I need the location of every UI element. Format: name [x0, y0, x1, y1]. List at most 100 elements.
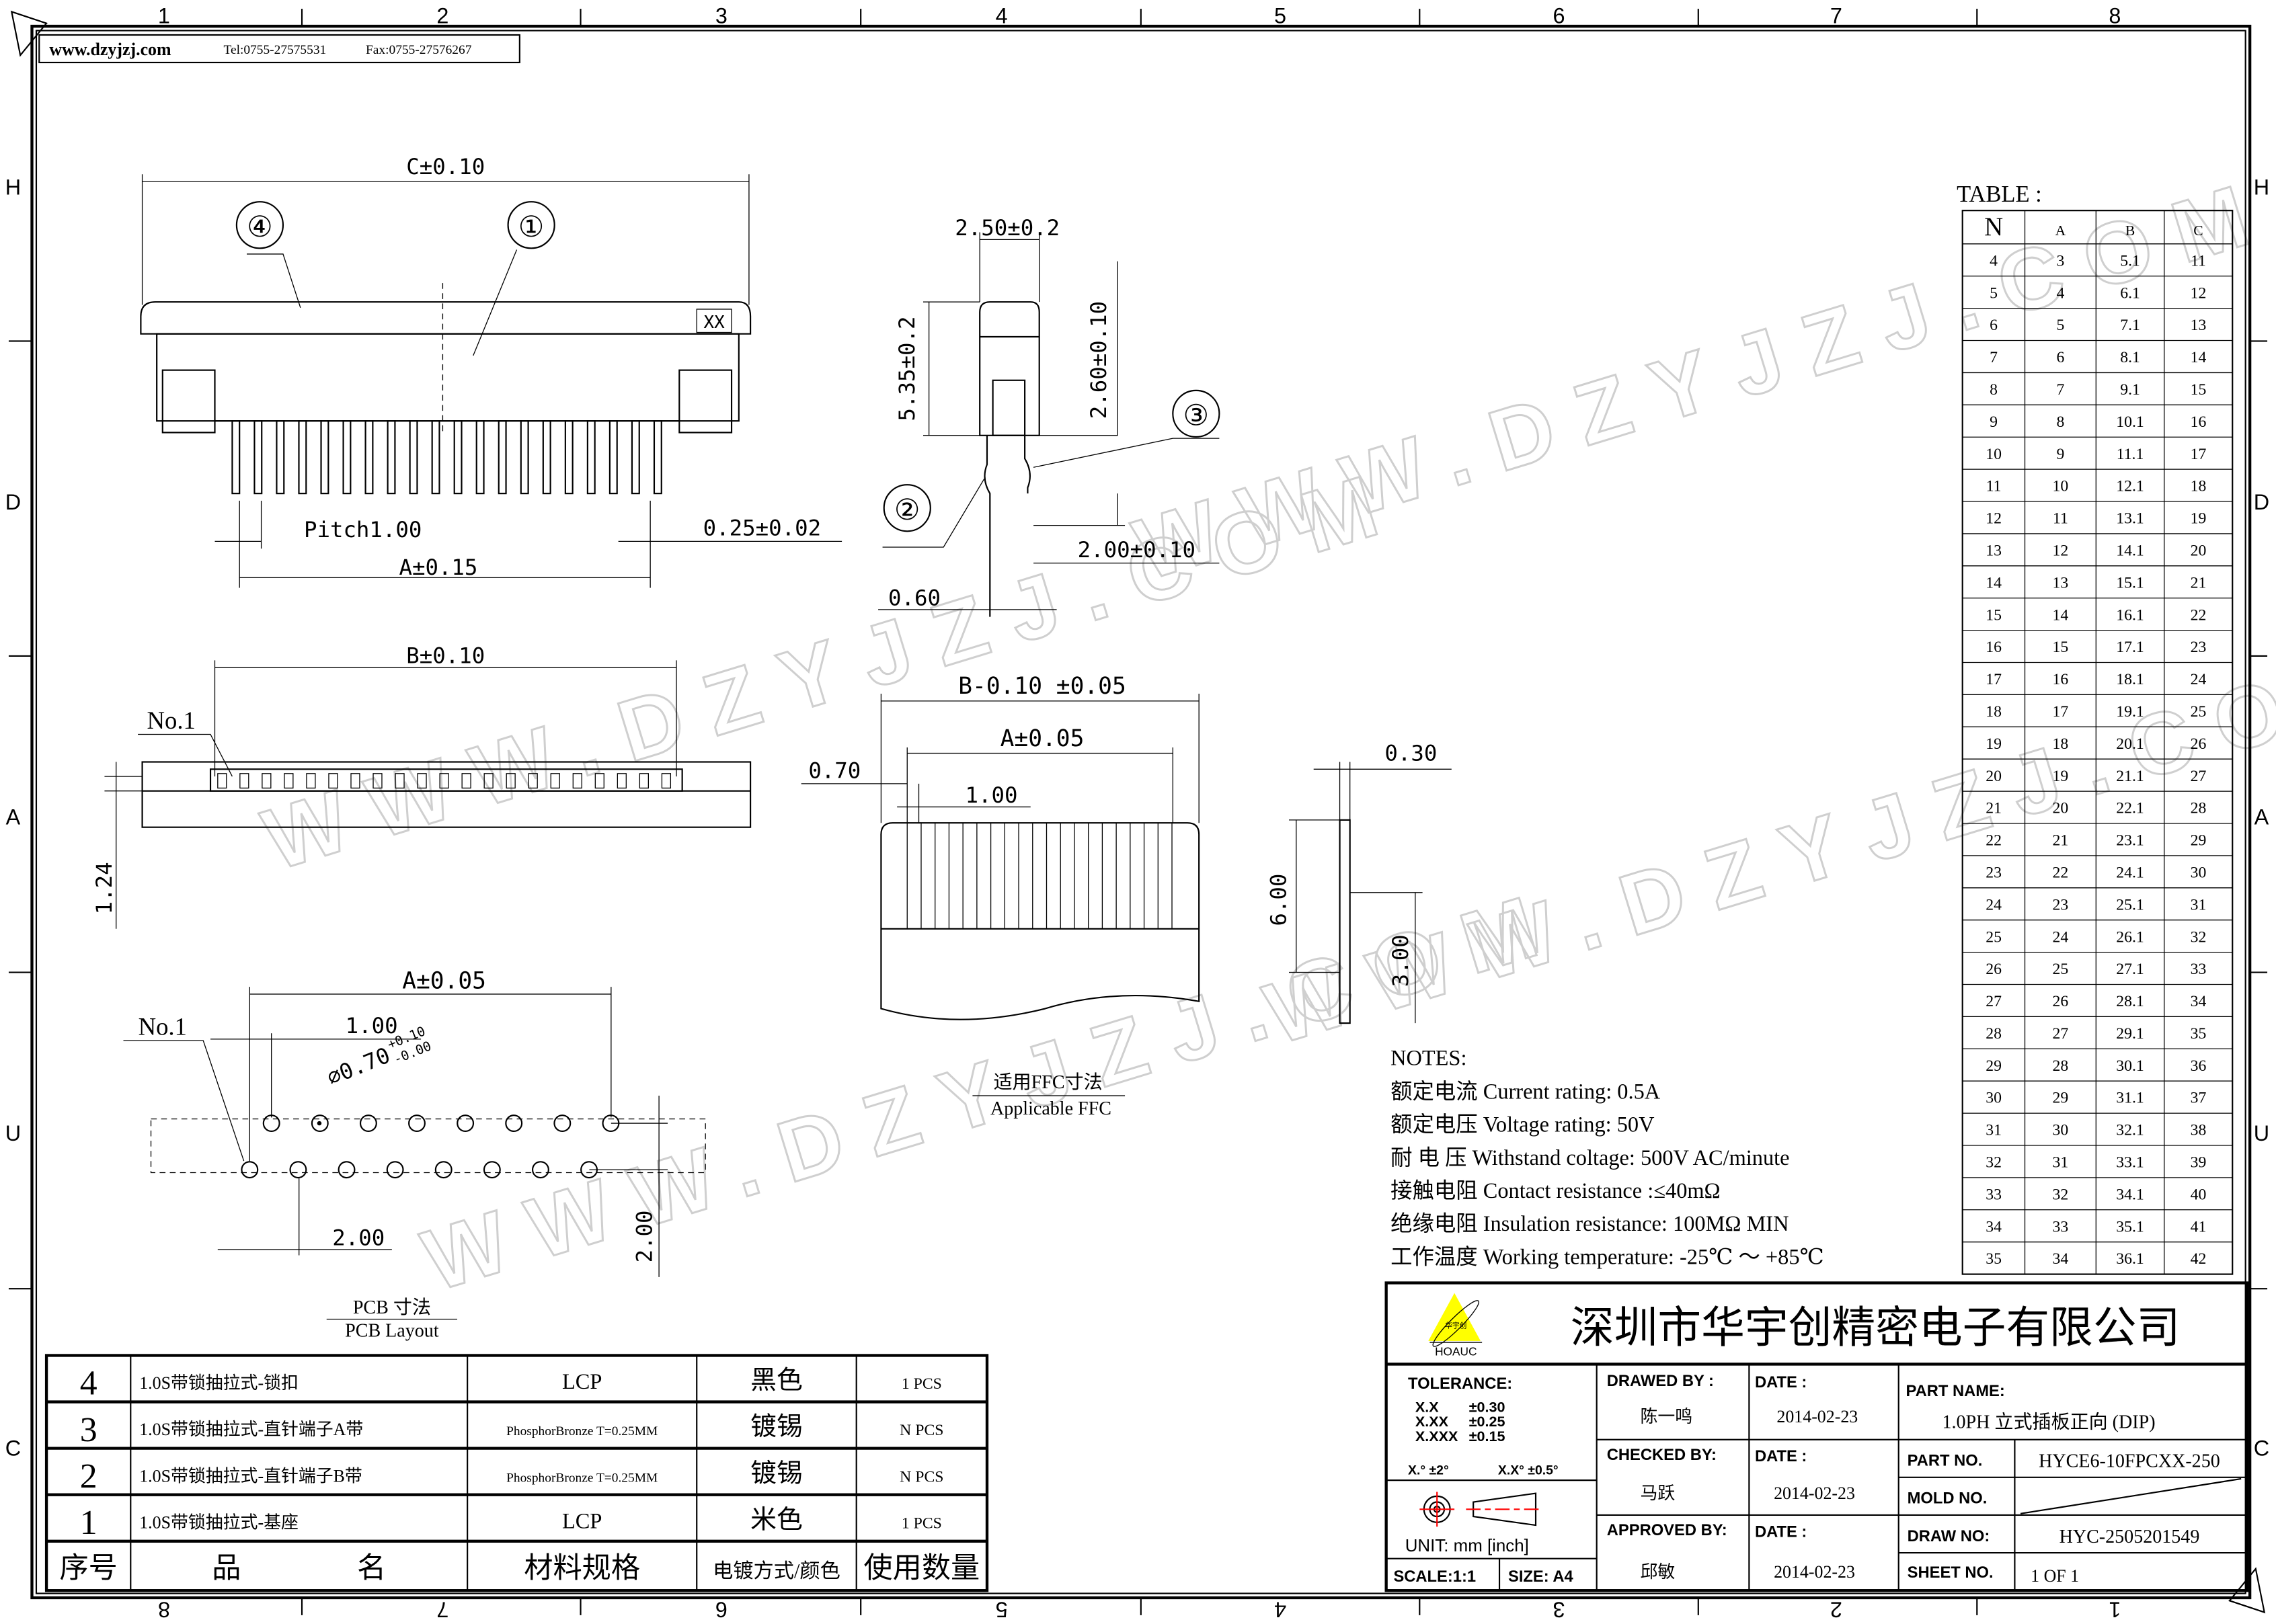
table-cell: 11: [2191, 252, 2206, 270]
table-cell: 14: [1986, 574, 2002, 592]
bom-cell: PhosphorBronze T=0.25MM: [506, 1424, 658, 1438]
part-no: HYCE6-10FPCXX-250: [2039, 1451, 2220, 1472]
table-cell: 5: [2056, 317, 2064, 334]
connector-pin: [231, 420, 241, 495]
bom-header: 品 名: [212, 1553, 386, 1584]
connector-pin: [520, 420, 529, 495]
note-item: 接触电阻 Contact resistance :≤40mΩ: [1390, 1179, 1721, 1203]
connector-pin: [253, 420, 263, 495]
dim-pin-thickness: 0.25±0.02: [703, 516, 821, 541]
table-cell: 9.1: [2120, 381, 2140, 399]
table-cell: 40: [2191, 1186, 2207, 1203]
pcb-hole: [457, 1114, 475, 1133]
table-cell: 31: [2053, 1154, 2069, 1172]
tolerance-label: TOLERANCE:: [1408, 1375, 1512, 1393]
connector-pin: [453, 420, 463, 495]
table-cell: 11: [1986, 478, 2002, 495]
table-cell: 36: [2191, 1057, 2207, 1075]
angle-tolerance-2: X.X° ±0.5°: [1498, 1463, 1559, 1477]
table-cell: 20: [2191, 542, 2207, 559]
table-cell: 5: [1990, 284, 1998, 302]
table-cell: 22: [2053, 864, 2069, 881]
table-cell: 29: [2191, 832, 2207, 850]
draw-no: HYC-2505201549: [2059, 1527, 2200, 1547]
table-header: C: [2193, 222, 2203, 239]
table-cell: 8.1: [2120, 349, 2140, 366]
table-cell: 27: [1986, 993, 2002, 1010]
pcb-hole: [338, 1161, 356, 1179]
table-cell: 34: [1986, 1218, 2002, 1235]
table-cell: 15: [2191, 381, 2207, 399]
table-header: N: [1984, 212, 2003, 241]
bom-cell: 1.0S带锁抽拉式-直针端子A带: [139, 1420, 363, 1439]
column-label: 6: [715, 1597, 728, 1621]
logo-text-en: HOAUC: [1435, 1344, 1477, 1358]
notes-title: NOTES:: [1390, 1047, 1466, 1071]
contact-slot: [395, 773, 405, 789]
table-cell: 4: [1990, 252, 1998, 270]
pcb-hole: [408, 1114, 426, 1133]
contact-slot: [483, 773, 494, 789]
pcb-hole: [241, 1161, 259, 1179]
table-cell: 41: [2191, 1218, 2207, 1235]
bom-cell: 2: [80, 1457, 97, 1496]
table-cell: 24: [1986, 896, 2002, 914]
approved-by: 邱敏: [1640, 1562, 1675, 1582]
table-cell: 32: [2191, 928, 2207, 946]
note-item: 绝缘电阻 Insulation resistance: 100MΩ MIN: [1390, 1212, 1789, 1236]
connector-pin: [387, 420, 396, 495]
table-cell: 6.1: [2120, 284, 2140, 302]
tolerance-value: ±0.15: [1469, 1428, 1505, 1445]
column-label: 8: [158, 1597, 170, 1621]
table-cell: 33: [2191, 961, 2207, 978]
pcb-hole: [505, 1114, 523, 1133]
table-cell: 29: [2053, 1090, 2069, 1107]
pcb-hole: [262, 1114, 280, 1133]
no1-label: No.1: [147, 706, 196, 734]
column-label: 2: [1830, 1597, 1842, 1621]
table-cell: 15.1: [2116, 574, 2144, 592]
contact-slot: [528, 773, 538, 789]
projection-symbol-icon: [1419, 1492, 1543, 1527]
contact-slot: [306, 773, 316, 789]
orientation-mark-icon: [10, 10, 48, 57]
ffc-dim-pitch: 1.00: [965, 782, 1017, 808]
table-cell: 32.1: [2116, 1122, 2144, 1139]
table-cell: 27: [2053, 1025, 2069, 1043]
table-cell: 8: [1990, 381, 1998, 399]
note-item: 耐 电 压 Withstand coltage: 500V AC/minute: [1390, 1146, 1789, 1170]
bom-cell: 黑色: [750, 1366, 803, 1395]
column-label: 3: [715, 4, 728, 28]
column-label: 1: [158, 4, 170, 28]
bom-header: 序号: [60, 1553, 118, 1584]
sheet-no-label: SHEET NO.: [1908, 1564, 1994, 1582]
size-text: SIZE: A4: [1508, 1568, 1574, 1586]
table-cell: 6: [1990, 317, 1998, 334]
contact-slot: [284, 773, 294, 789]
checked-date: 2014-02-23: [1774, 1484, 1855, 1503]
table-cell: 13: [2053, 574, 2069, 592]
table-cell: 25.1: [2116, 896, 2144, 914]
table-cell: 27.1: [2116, 961, 2144, 978]
tolerance-value: ±0.30: [1469, 1399, 1505, 1416]
dim-tail: 2.00±0.10: [1078, 537, 1195, 563]
table-cell: 22: [2191, 606, 2207, 624]
dim-width: 2.50±0.2: [955, 215, 1060, 241]
table-cell: 32: [2053, 1186, 2069, 1203]
pin-detail: 0.30 6.00 3.00: [1266, 740, 1452, 1024]
pin-dim-lower: 3.00: [1388, 934, 1413, 987]
contact-header: www.dzyjzj.com Tel:0755-27575531 Fax:075…: [38, 34, 520, 64]
table-cell: 39: [2191, 1154, 2207, 1172]
scale-text: SCALE:1:1: [1393, 1568, 1476, 1586]
table-cell: 23: [2191, 639, 2207, 656]
table-cell: 30: [1986, 1090, 2002, 1107]
ffc-caption-en: Applicable FFC: [990, 1098, 1111, 1119]
table-cell: 42: [2191, 1250, 2207, 1268]
table-cell: 7: [1990, 349, 1998, 366]
ffc-caption-cn: 适用FFC寸法: [994, 1071, 1103, 1093]
bom-header: 材料规格: [524, 1553, 640, 1584]
drawed-by-label: DRAWED BY :: [1607, 1373, 1714, 1390]
